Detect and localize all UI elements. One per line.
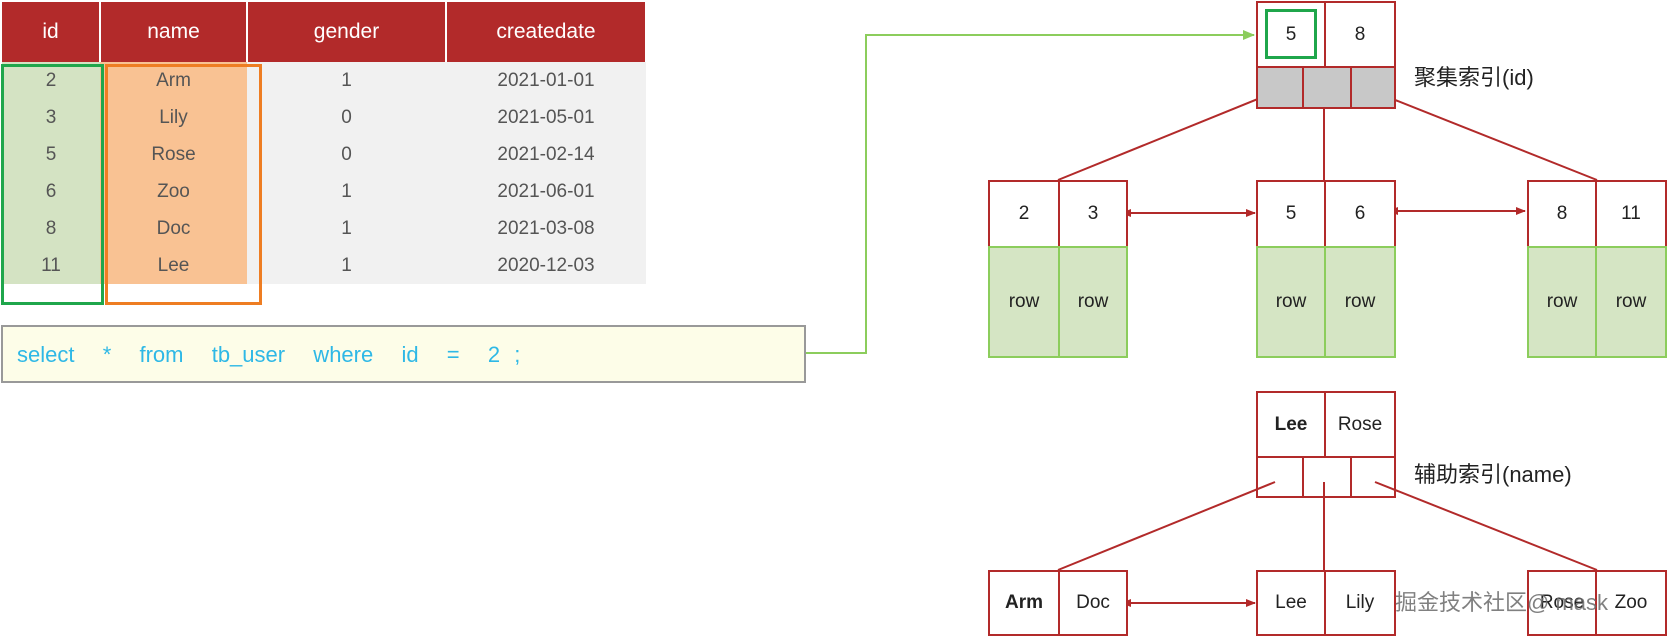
tree-line [1374, 481, 1598, 571]
key-label: 6 [1354, 203, 1366, 224]
name-cell: Zoo [100, 173, 247, 210]
row-data: row [1324, 246, 1396, 358]
name-cell: Lily [100, 99, 247, 136]
clustered-index-label: 聚集索引(id) [1414, 65, 1534, 90]
row-label: row [1344, 291, 1376, 312]
id-cell: 11 [2, 247, 100, 284]
leaf-key: Arm [988, 570, 1060, 636]
table-row: 5 Rose 0 2021-02-14 [2, 136, 646, 173]
name-cell: Lee [100, 247, 247, 284]
column-header-id: id [2, 2, 101, 62]
table-header-row: id name gender createdate [2, 2, 647, 62]
secondary-index-label: 辅助索引(name) [1414, 462, 1572, 487]
leaf-key: 5 [1256, 180, 1326, 248]
row-data: row [1058, 246, 1128, 358]
pointer-slot [1350, 66, 1396, 109]
id-cell: 6 [2, 173, 100, 210]
row-label: row [1615, 291, 1647, 312]
table-row: 6 Zoo 1 2021-06-01 [2, 173, 646, 210]
sql-query-box: select * from tb_user where id = 2 ; [1, 325, 806, 383]
createdate-cell: 2021-05-01 [446, 99, 646, 136]
leaf-key: 8 [1527, 180, 1597, 248]
row-data: row [1527, 246, 1597, 358]
pointer-slot [1302, 66, 1352, 109]
key-label: Rose [1337, 413, 1383, 435]
leaf-key: 11 [1595, 180, 1667, 248]
table-row: 2 Arm 1 2021-01-01 [2, 62, 646, 99]
createdate-cell: 2021-01-01 [446, 62, 646, 99]
pointer-slot [1256, 66, 1304, 109]
row-data: row [988, 246, 1060, 358]
user-table: id name gender createdate 2 Arm 1 2021-0… [2, 2, 647, 284]
key-label: 2 [1018, 203, 1030, 224]
createdate-cell: 2021-02-14 [446, 136, 646, 173]
key-label: 8 [1354, 23, 1366, 45]
key-label: 3 [1087, 203, 1099, 224]
column-header-createdate: createdate [446, 2, 647, 62]
tree-line [1057, 91, 1276, 181]
createdate-cell: 2021-06-01 [446, 173, 646, 210]
row-label: row [1008, 291, 1040, 312]
key-label: 5 [1285, 203, 1297, 224]
leaf-key: Lily [1324, 570, 1396, 636]
pointer-slot [1256, 456, 1304, 498]
gender-cell: 1 [247, 62, 446, 99]
name-cell: Rose [100, 136, 247, 173]
row-data: row [1595, 246, 1667, 358]
gender-cell: 0 [247, 99, 446, 136]
id-cell: 5 [2, 136, 100, 173]
key-label: Rose [1539, 592, 1585, 613]
key-label: 5 [1285, 23, 1297, 45]
leaf-key: 3 [1058, 180, 1128, 248]
key-label: 11 [1621, 203, 1641, 224]
table-row: 3 Lily 0 2021-05-01 [2, 99, 646, 136]
query-path-arrow [806, 30, 1255, 354]
key-label: Lily [1345, 592, 1375, 613]
key-label: Arm [1004, 592, 1043, 613]
key-label: Lee [1274, 413, 1308, 435]
tree-line [1057, 481, 1276, 571]
leaf-key: Rose [1527, 570, 1597, 636]
pointer-slot [1302, 456, 1352, 498]
clustered-root-key: 5 [1256, 1, 1326, 68]
row-data: row [1256, 246, 1326, 358]
createdate-cell: 2020-12-03 [446, 247, 646, 284]
pointer-slot [1350, 456, 1396, 498]
tree-line [1374, 91, 1598, 181]
table-row: 11 Lee 1 2020-12-03 [2, 247, 646, 284]
key-label: 8 [1556, 203, 1568, 224]
secondary-root-key: Rose [1324, 391, 1396, 458]
clustered-root-key: 8 [1324, 1, 1396, 68]
gender-cell: 0 [247, 136, 446, 173]
createdate-cell: 2021-03-08 [446, 210, 646, 247]
leaf-key: Doc [1058, 570, 1128, 636]
name-cell: Doc [100, 210, 247, 247]
row-label: row [1546, 291, 1578, 312]
row-label: row [1275, 291, 1307, 312]
id-cell: 2 [2, 62, 100, 99]
watermark-text: 掘金技术社区@ mask [1395, 590, 1609, 615]
key-label: Zoo [1614, 592, 1648, 613]
id-cell: 3 [2, 99, 100, 136]
key-label: Lee [1275, 592, 1307, 613]
name-cell: Arm [100, 62, 247, 99]
row-label: row [1077, 291, 1109, 312]
gender-cell: 1 [247, 247, 446, 284]
leaf-key: 2 [988, 180, 1060, 248]
leaf-key: Lee [1256, 570, 1326, 636]
column-header-name: name [100, 2, 248, 62]
gender-cell: 1 [247, 210, 446, 247]
gender-cell: 1 [247, 173, 446, 210]
id-cell: 8 [2, 210, 100, 247]
leaf-key: Zoo [1595, 570, 1667, 636]
leaf-key: 6 [1324, 180, 1396, 248]
column-header-gender: gender [247, 2, 447, 62]
secondary-root-key: Lee [1256, 391, 1326, 458]
key-label: Doc [1076, 592, 1110, 613]
table-row: 8 Doc 1 2021-03-08 [2, 210, 646, 247]
